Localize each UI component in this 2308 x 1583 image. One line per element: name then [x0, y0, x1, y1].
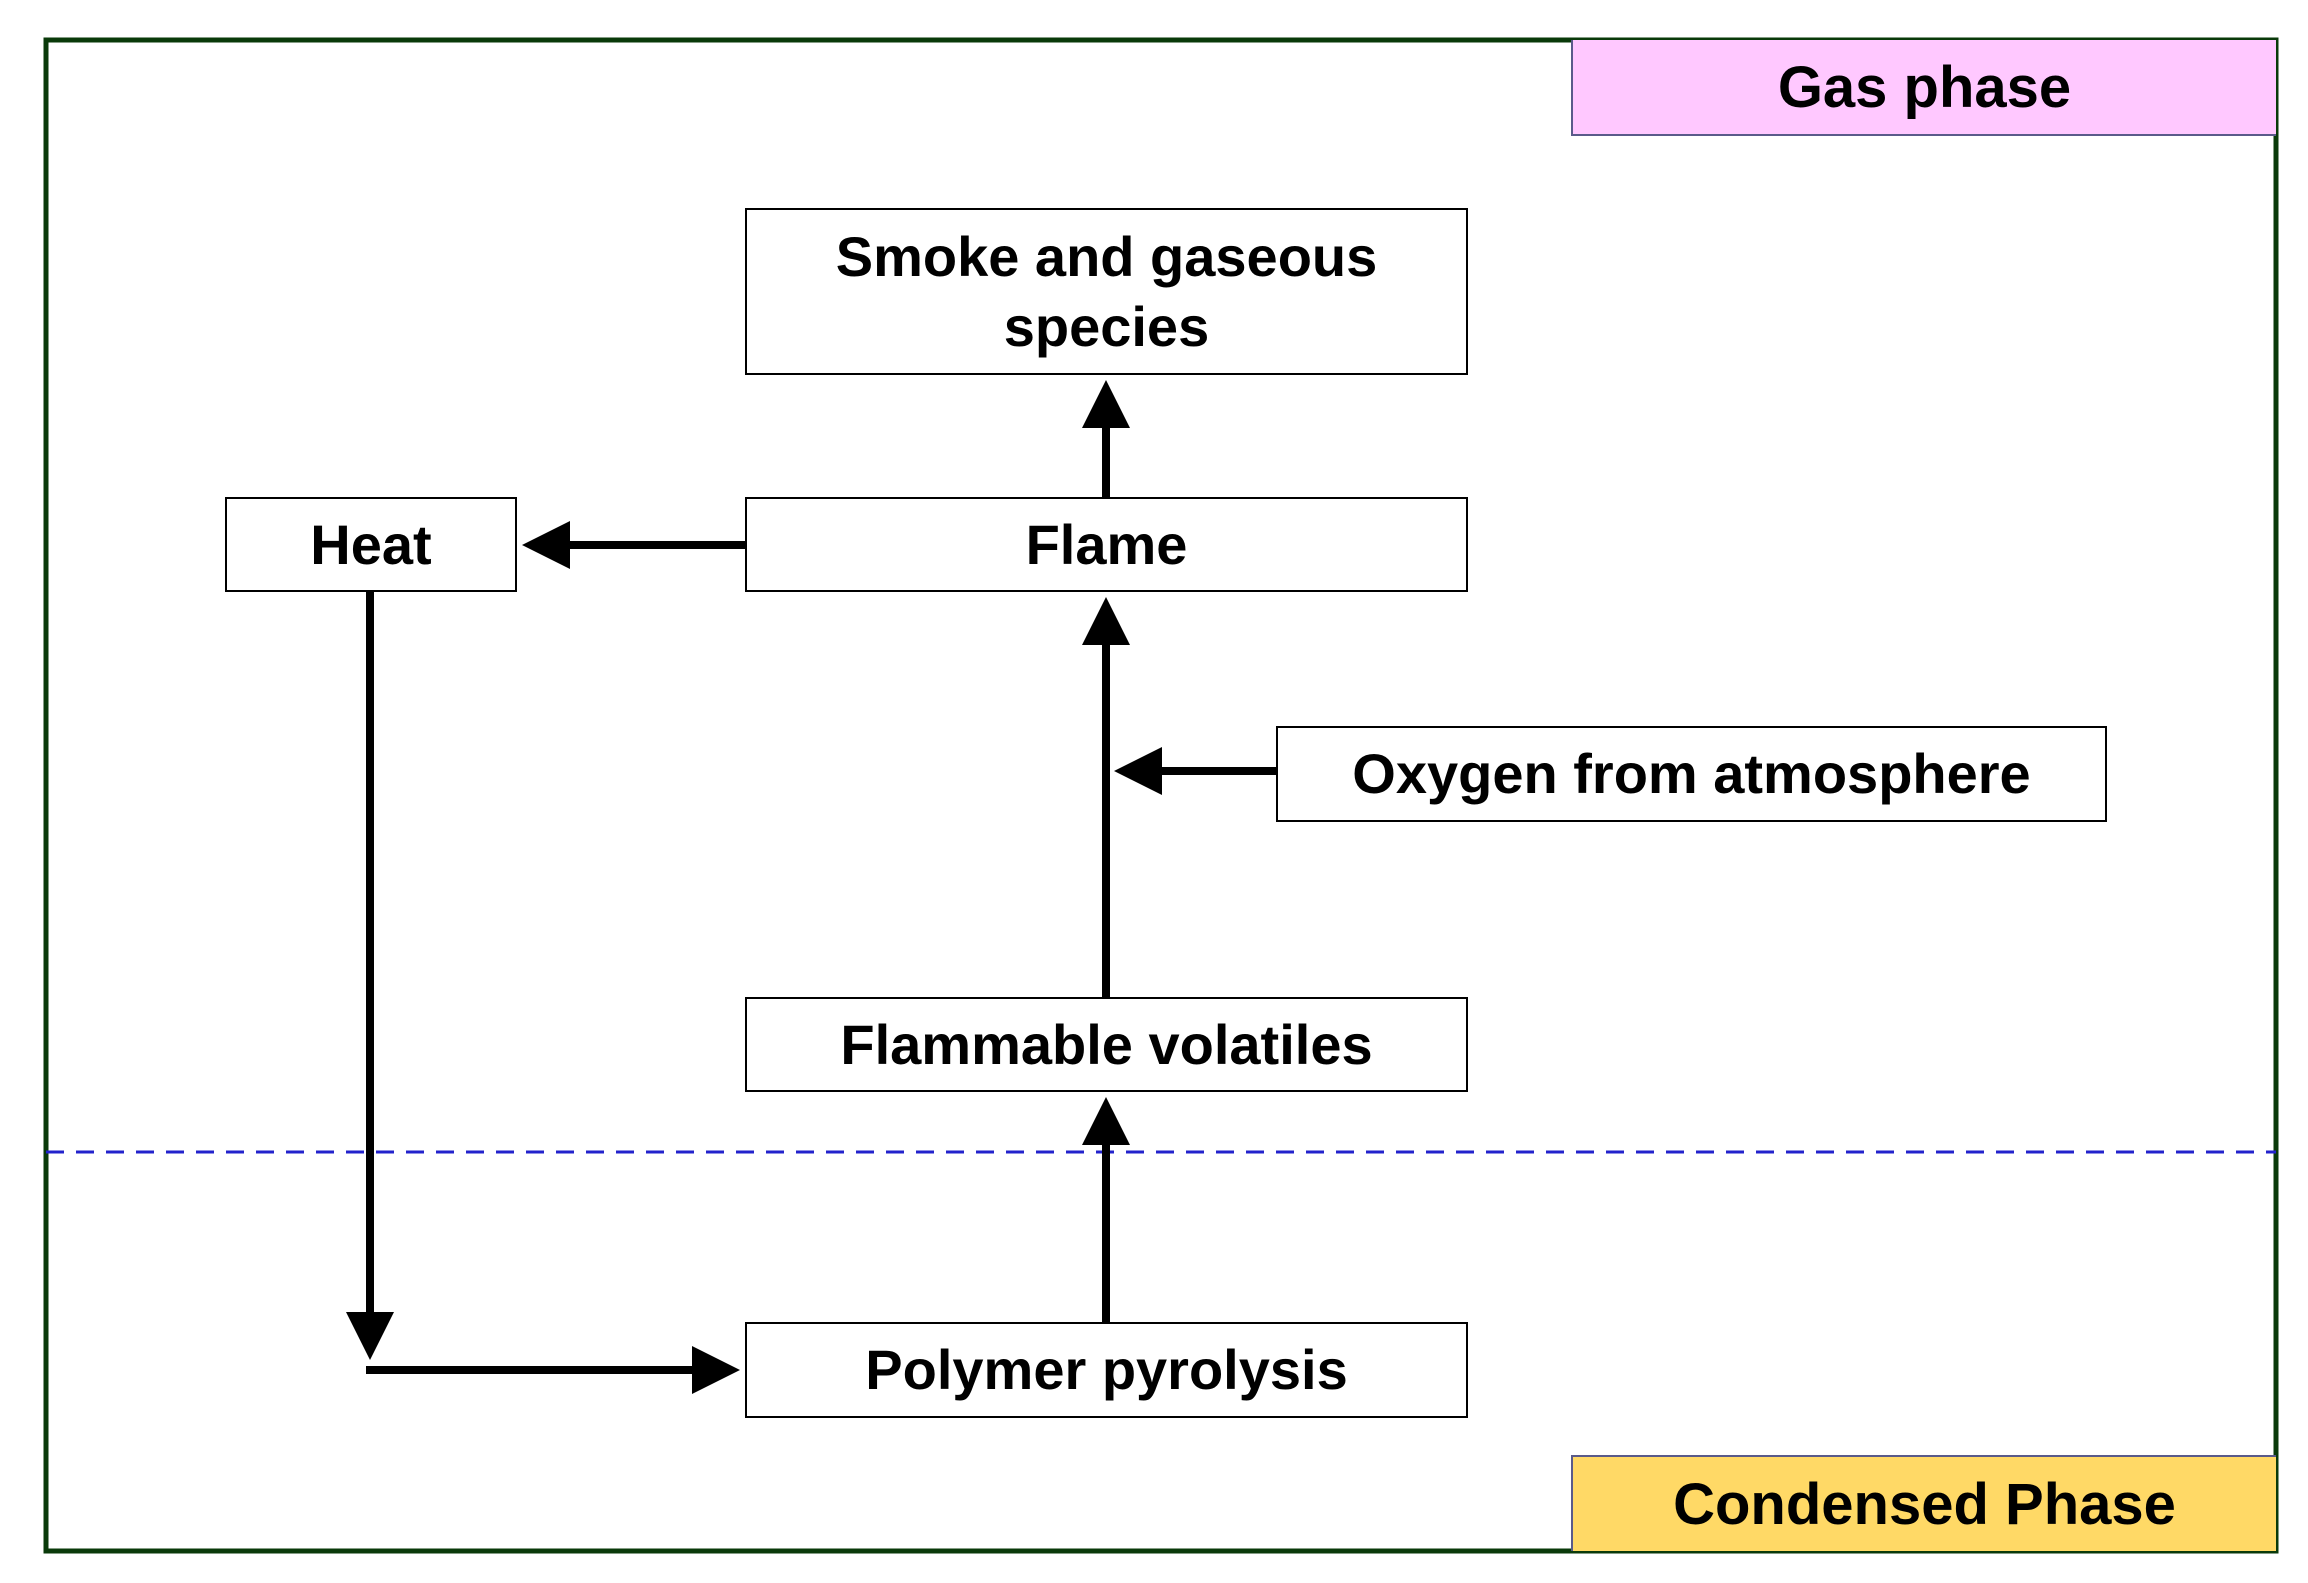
flame-label: Flame [1025, 512, 1188, 576]
volatiles-label: Flammable volatiles [840, 1012, 1373, 1076]
heat-label: Heat [310, 512, 432, 576]
flammable-volatiles-box: Flammable volatiles [745, 997, 1468, 1092]
gas-phase-fill [1571, 40, 2276, 136]
oxygen-box: Oxygen from atmosphere [1276, 726, 2107, 822]
polymer-pyrolysis-box: Polymer pyrolysis [745, 1322, 1468, 1418]
gas-phase-label: Gas phase [1571, 40, 2276, 136]
flame-box: Flame [745, 497, 1468, 592]
oxygen-label: Oxygen from atmosphere [1352, 742, 2031, 805]
condensed-phase-fill [1571, 1455, 2276, 1551]
smoke-label-line2: species [1003, 294, 1210, 358]
pyrolysis-label: Polymer pyrolysis [865, 1338, 1348, 1401]
condensed-phase-label: Condensed Phase [1571, 1455, 2276, 1551]
smoke-gaseous-species-box: Smoke and gaseous species [745, 208, 1468, 375]
smoke-label-line1: Smoke and gaseous [835, 224, 1378, 288]
heat-box: Heat [225, 497, 517, 592]
